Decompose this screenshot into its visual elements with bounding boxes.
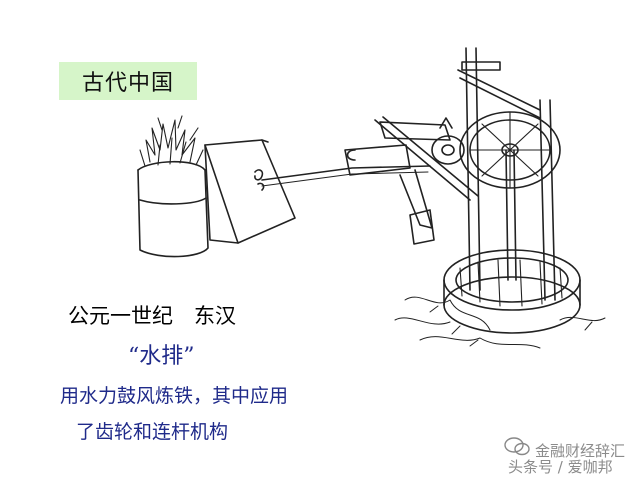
title-label: 古代中国 xyxy=(59,62,197,100)
watermark-line-1: 金融财经辞汇 xyxy=(535,442,626,460)
furnace-flames xyxy=(139,115,204,167)
vertical-shaft xyxy=(505,149,517,281)
lever-frame xyxy=(344,116,479,245)
device-name: “水排” xyxy=(128,344,195,369)
era-caption: 公元一世纪 东汉 xyxy=(68,304,236,328)
frame-posts xyxy=(457,47,556,301)
connecting-rod xyxy=(261,165,431,181)
water-splash xyxy=(394,296,606,349)
crank-pulley xyxy=(431,117,465,165)
upper-gear-wheel xyxy=(459,111,561,189)
watermark-line-2: 头条号 / 爱咖邦 xyxy=(508,458,613,476)
bellows-box xyxy=(204,139,296,244)
wechat-bubbles-icon xyxy=(504,437,530,456)
description-line-2: 了齿轮和连杆机构 xyxy=(76,421,229,443)
description-line-1: 用水力鼓风炼铁，其中应用 xyxy=(60,385,289,407)
furnace xyxy=(137,160,209,258)
water-wheel xyxy=(443,249,581,334)
